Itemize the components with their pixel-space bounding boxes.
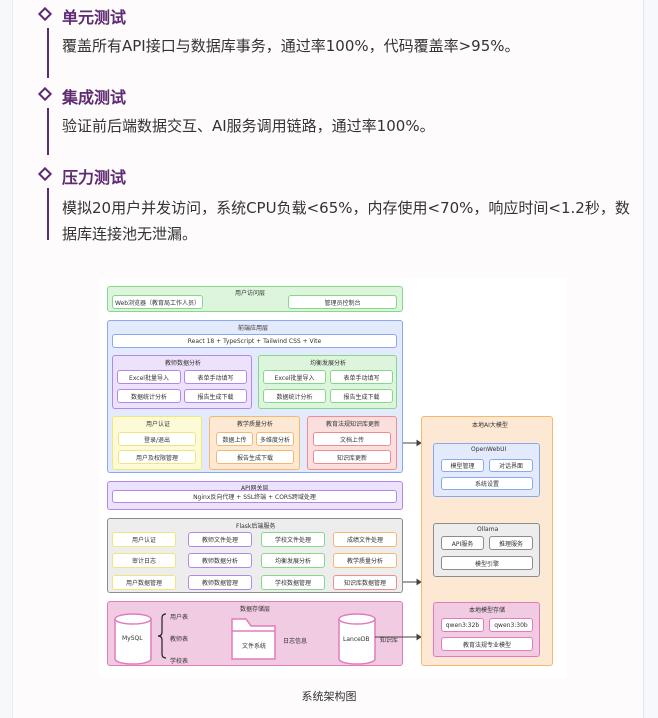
section-line xyxy=(47,108,49,155)
diagram-node: 系统设置 xyxy=(441,477,533,490)
section-title: 集成测试 xyxy=(62,88,127,107)
group-title: 用户认证 xyxy=(146,421,171,428)
db-label: MySQL xyxy=(122,635,143,642)
diagram-node: 表单手动填写 xyxy=(184,370,247,384)
diagram-node: 模型管理 xyxy=(441,459,484,472)
group-title: Ollama xyxy=(477,526,499,533)
diagram-node: 用户及权限管理 xyxy=(118,450,196,464)
flask-service-node: 用户认证 xyxy=(112,532,176,547)
fs-label: 文件系统 xyxy=(242,643,267,650)
storage-shapes xyxy=(114,439,491,665)
diagram-node: 数据统计分析 xyxy=(263,389,326,403)
section-body: 验证前后端数据交互、AI服务调用链路，通过率100%。 xyxy=(62,117,435,135)
flask-service-node: 学校数据管理 xyxy=(261,575,325,590)
group-title: 教育法规知识库更新 xyxy=(326,421,381,428)
diagram-node: qwen3:30b xyxy=(489,618,533,632)
diagram-node: 报告生成下载 xyxy=(330,389,393,403)
diagram-node: 数据上传 xyxy=(216,432,253,446)
diagram-node: 登录/退出 xyxy=(118,432,196,446)
log-label: 日志信息 xyxy=(283,638,308,645)
diagram-node: 表单手动填写 xyxy=(330,370,393,384)
diagram-node: 对话界面 xyxy=(489,459,533,472)
section-body: 模拟20用户并发访问，系统CPU负载<65%，内存使用<70%，响应时间<1.2… xyxy=(62,199,630,243)
group-title: 本地模型存储 xyxy=(469,607,506,614)
diagram-node: Web浏览器（教育局工作人员） xyxy=(112,295,203,309)
diagram-node: Nginx反向代理 + SSL终端 + CORS跨域处理 xyxy=(112,490,397,503)
diagram-node: API服务 xyxy=(441,536,484,550)
layer-title: API网关层 xyxy=(241,485,269,492)
diagram-node: 文档上传 xyxy=(313,432,391,446)
group-title: OpenWebUI xyxy=(471,446,507,453)
flask-service-node: 知识库数据管理 xyxy=(333,575,397,590)
diagram-node: Excel批量导入 xyxy=(117,370,181,384)
database-cylinder-icon xyxy=(114,613,152,665)
layer-title: 本地AI大模型 xyxy=(472,422,508,429)
diagram-node: 管理员控制台 xyxy=(288,295,397,309)
db-label: LanceDB xyxy=(343,636,370,643)
flask-service-node: 教师文件处理 xyxy=(188,532,252,547)
group-title: 教师数据分析 xyxy=(165,360,202,367)
layer-title: 前端应用层 xyxy=(238,325,269,332)
figure-caption: 系统架构图 xyxy=(301,690,357,703)
flask-service-node: 审计日志 xyxy=(112,553,176,568)
database-cylinder-icon xyxy=(338,613,376,665)
layer-title: 数据存储层 xyxy=(240,606,271,613)
section-line xyxy=(47,28,49,78)
diagram-node: 多维度分析 xyxy=(256,432,294,446)
flask-service-node: 均衡发展分析 xyxy=(261,553,325,568)
layer-title: Flask后端服务 xyxy=(236,523,276,530)
diagram-node: 教育法规专业模型 xyxy=(441,637,533,651)
section-title: 单元测试 xyxy=(62,8,127,27)
diagram-node: 模型引擎 xyxy=(441,556,533,570)
flask-service-node: 教学质量分析 xyxy=(333,553,397,568)
group-title: 教学质量分析 xyxy=(237,421,274,428)
flask-service-node: 学校文件处理 xyxy=(261,532,325,547)
layer-title: 用户访问层 xyxy=(235,290,266,297)
architecture-diagram: 用户访问层 Web浏览器（教育局工作人员） 管理员控制台 前端应用层 React… xyxy=(100,278,566,678)
table-label: 教师表 xyxy=(170,636,189,643)
diagram-node: 报告生成下载 xyxy=(184,389,247,403)
diagram-node: 数据统计分析 xyxy=(117,389,181,403)
table-label: 用户表 xyxy=(170,614,189,621)
flask-service-node: 教师数据管理 xyxy=(188,575,252,590)
diagram-node: Excel批量导入 xyxy=(263,370,326,384)
diagram-node: 推理服务 xyxy=(489,536,533,550)
diagram-node: qwen3:32b xyxy=(441,618,484,632)
diagram-node: 知识库更新 xyxy=(313,450,391,464)
folder-icon xyxy=(231,618,276,660)
kb-label: 知识库 xyxy=(380,637,399,644)
diagram-node: React 18 + TypeScript + Tailwind CSS + V… xyxy=(112,334,397,348)
table-label: 学校表 xyxy=(170,658,189,665)
group-title: 均衡发展分析 xyxy=(310,360,347,367)
section-line xyxy=(47,188,49,240)
flask-service-node: 用户数据管理 xyxy=(112,575,176,590)
section-body: 覆盖所有API接口与数据库事务，通过率100%，代码覆盖率>95%。 xyxy=(62,37,520,55)
brace-icon xyxy=(157,613,167,659)
flask-service-node: 成绩文件处理 xyxy=(333,532,397,547)
section-title: 压力测试 xyxy=(62,168,127,187)
diagram-node: 报告生成下载 xyxy=(216,450,294,464)
flask-service-node: 教师数据分析 xyxy=(188,553,252,568)
